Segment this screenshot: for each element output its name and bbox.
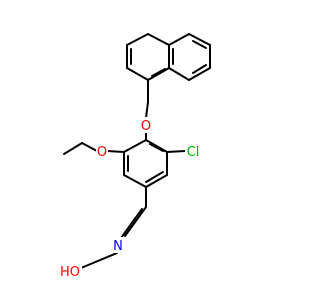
bond-28: [106, 150, 125, 153]
bond-27: [149, 143, 164, 152]
molecule-structure: O O Cl N HO: [58, 33, 211, 280]
bond-6: [192, 40, 207, 49]
bond-15: [151, 68, 166, 77]
atom-o-ether: O: [140, 117, 152, 134]
bond-22: [145, 174, 168, 188]
atom-nitrogen: N: [112, 237, 124, 254]
bond-24: [145, 139, 168, 153]
bond-3: [188, 67, 211, 81]
bond-4: [168, 67, 190, 81]
atom-nitrogen-label: N: [113, 239, 123, 254]
bond-19: [123, 139, 147, 153]
atom-chlorine-label: Cl: [187, 145, 200, 160]
atom-o-ethoxy-label: O: [97, 145, 107, 160]
bond-26: [145, 171, 164, 183]
bond-31: [166, 150, 186, 153]
bond-35: [80, 252, 118, 269]
bond-9: [147, 33, 170, 46]
atom-label-layer: O O Cl N HO: [58, 117, 202, 280]
bond-34: [120, 208, 143, 239]
atom-hydroxyl-label: HO: [60, 265, 80, 280]
bond-12: [126, 67, 149, 81]
atom-o-ether-label: O: [141, 119, 151, 134]
bond-13: [147, 67, 170, 81]
bond-1: [188, 33, 211, 46]
bond-17: [145, 101, 149, 119]
bond-33: [124, 206, 147, 237]
atom-chlorine: Cl: [185, 143, 202, 160]
bond-10: [126, 33, 149, 46]
bond-30: [63, 142, 83, 155]
bond-21: [123, 174, 147, 188]
atom-o-ethoxy: O: [96, 143, 108, 160]
bond-29: [81, 142, 98, 152]
bond-layer: [63, 33, 211, 269]
bond-0: [168, 33, 190, 46]
bond-7: [192, 64, 207, 74]
atom-hydroxyl: HO: [58, 263, 82, 280]
